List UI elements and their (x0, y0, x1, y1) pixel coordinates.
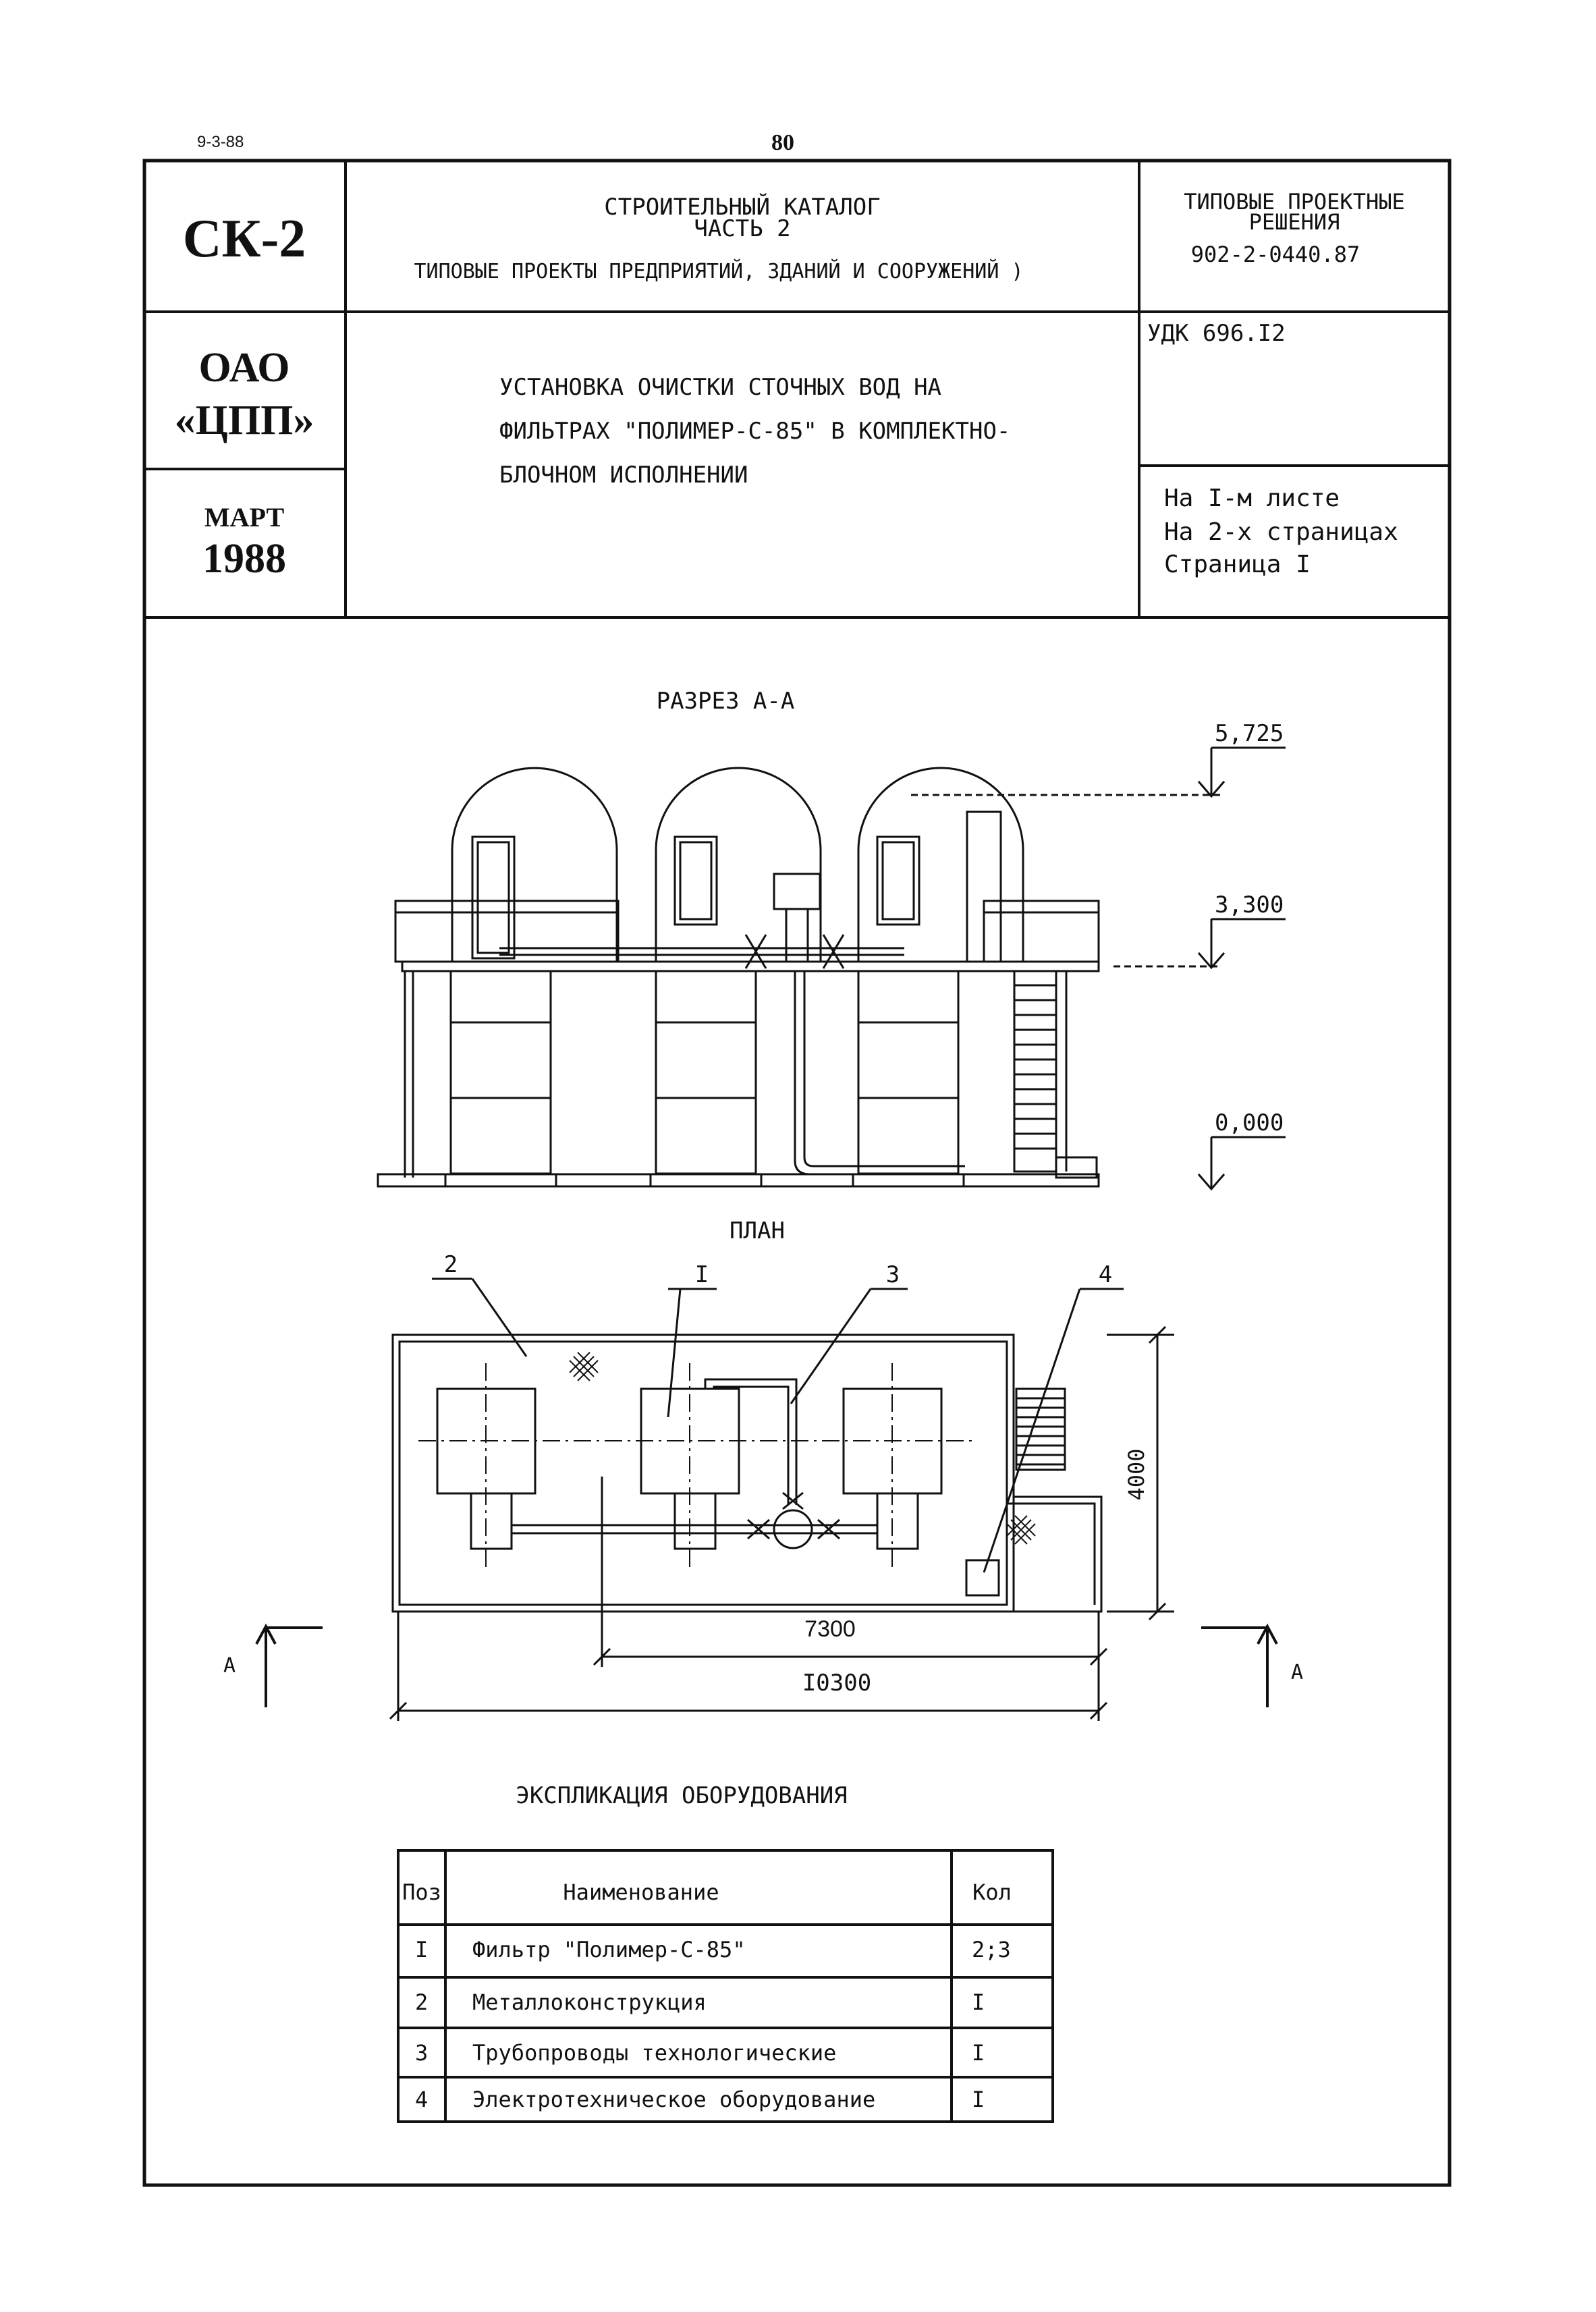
dim-4000: 4000 (1124, 1448, 1149, 1500)
page-number: 80 (771, 130, 794, 155)
row-4-pos: 4 (415, 2087, 428, 2112)
issue-year: 1988 (202, 536, 286, 582)
callout-3: 3 (886, 1261, 900, 1288)
plan-stair (1015, 1387, 1066, 1471)
subject-line2: ФИЛЬТРАХ "ПОЛИМЕР-С-85" В КОМПЛЕКТНО- (499, 418, 1010, 445)
row-1-qty: 2;3 (972, 1937, 1011, 1962)
row-4-name: Электротехническое оборудование (472, 2087, 875, 2112)
drain-pipe (794, 971, 965, 1176)
row-3-qty: I (972, 2040, 985, 2066)
table-row: 2 Металлоконструкция I (415, 1989, 985, 2015)
table-row: 4 Электротехническое оборудование I (415, 2087, 985, 2112)
row-1-name: Фильтр "Полимер-С-85" (472, 1937, 746, 1962)
subject-line1: УСТАНОВКА ОЧИСТКИ СТОЧНЫХ ВОД НА (499, 374, 941, 401)
base-frame (377, 1173, 1100, 1188)
plan-dimensions (389, 1325, 1174, 1721)
table-header-qty: Кол (972, 1879, 1012, 1905)
plan-electrical-cabinet (965, 1559, 1000, 1597)
cut-label-right: А (1291, 1661, 1303, 1684)
deck-platform (401, 960, 1100, 972)
issue-month: МАРТ (204, 502, 285, 532)
solutions-line2: РЕШЕНИЯ (1249, 209, 1340, 235)
hatch-left (471, 835, 516, 960)
filter-body-center (655, 970, 757, 1175)
sheet-frame (142, 159, 1452, 2187)
elevation-base-label: 0,000 (1215, 1109, 1284, 1136)
row-2-name: Металлоконструкция (472, 1989, 707, 2015)
row-3-name: Трубопроводы технологические (472, 2040, 836, 2066)
udk-code: УДК 696.I2 (1147, 320, 1286, 347)
plan-centerlines (418, 1363, 972, 1572)
title-block-grid (144, 161, 1450, 619)
sheets-line3: Страница I (1164, 551, 1311, 578)
elevation-markers (911, 746, 1286, 1191)
solutions-line1: ТИПОВЫЕ ПРОЕКТНЫЕ (1184, 189, 1405, 215)
plan-pump (773, 1509, 813, 1549)
row-3-pos: 3 (415, 2040, 428, 2066)
row-4-qty: I (972, 2087, 985, 2112)
solutions-code: 902-2-0440.87 (1191, 242, 1360, 267)
filter-dome-center (655, 767, 822, 962)
hatch-center (673, 835, 718, 926)
table-row: 3 Трубопроводы технологические I (415, 2040, 985, 2066)
elevation-mid-label: 3,300 (1215, 891, 1284, 918)
callout-4: 4 (1099, 1261, 1112, 1288)
callout-1: I (695, 1261, 709, 1288)
section-cut-markers (255, 1623, 1278, 1707)
catalog-title-line3: ТИПОВЫЕ ПРОЕКТЫ ПРЕДПРИЯТИЙ, ЗДАНИЙ И СО… (414, 259, 1023, 283)
dim-7300: 7300 (804, 1616, 856, 1642)
plan-title: ПЛАН (730, 1217, 785, 1244)
table-header-name: Наименование (563, 1879, 719, 1905)
sheet-code: 9-3-88 (197, 133, 244, 151)
dim-10300: I0300 (802, 1670, 871, 1697)
plan-hatch-marks (569, 1352, 1036, 1545)
table-header-pos: Поз (402, 1879, 441, 1905)
sheets-line2: На 2-х страницах (1164, 518, 1398, 546)
pump-unit (773, 873, 821, 910)
filter-body-right (857, 970, 960, 1175)
catalog-code: СК-2 (183, 209, 306, 269)
callout-2: 2 (444, 1251, 458, 1278)
valve-right (822, 934, 845, 969)
org-name-line2: «ЦПП» (175, 397, 314, 443)
plan-drawing (391, 1333, 1103, 1613)
stair-tower (1013, 970, 1057, 1173)
filter-dome-left (451, 767, 618, 962)
valve-left (744, 934, 767, 969)
org-name-line1: ОАО (198, 345, 290, 391)
subject-line3: БЛОЧНОМ ИСПОЛНЕНИИ (499, 462, 748, 489)
section-drawing (377, 767, 1100, 1188)
row-2-pos: 2 (415, 1989, 428, 2015)
section-title: РАЗРЕЗ А-А (657, 688, 795, 715)
sheets-line1: На I-м листе (1164, 485, 1340, 512)
row-2-qty: I (972, 1989, 985, 2015)
filter-dome-right (857, 767, 1024, 962)
elevation-top-label: 5,725 (1215, 720, 1284, 747)
explication-title: ЭКСПЛИКАЦИЯ ОБОРУДОВАНИЯ (516, 1782, 847, 1809)
plan-callout-leaders (432, 1277, 1124, 1573)
table-row: I Фильтр "Полимер-С-85" 2;3 (415, 1937, 1011, 1962)
catalog-title-line1: СТРОИТЕЛЬНЫЙ КАТАЛОГ (604, 193, 880, 221)
row-1-pos: I (415, 1937, 428, 1962)
explication-table-grid (397, 1849, 1054, 2123)
catalog-title-line2: ЧАСТЬ 2 (694, 215, 790, 242)
hatch-right (876, 835, 920, 926)
cut-label-left: А (223, 1654, 236, 1678)
filter-body-left (449, 970, 552, 1175)
